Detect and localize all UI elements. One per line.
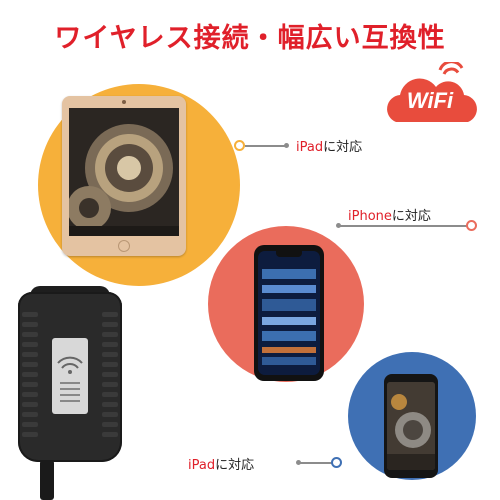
connector-dot [336,223,341,228]
cable [40,460,54,500]
notch [276,251,302,257]
ipad-screen-image [69,108,179,236]
camera-dot [122,100,126,104]
grip-ribs-left [22,312,38,442]
connector-line [245,145,285,147]
page-title: ワイヤレス接続・幅広い互換性 [54,23,446,54]
home-button [118,240,130,252]
label-ring-icon [331,457,342,468]
phone-device [384,374,438,478]
iphone-label: iPhoneに対応 [348,209,431,224]
ipad-label-1: iPadに対応 [296,140,363,155]
connector-line [300,462,332,464]
wifi-panel [52,338,88,414]
grip-ribs-right [102,312,118,442]
ipad-device [62,96,186,256]
label-ring-icon [234,140,245,151]
phone-screen-image [387,382,435,470]
connector-dot [284,143,289,148]
connector-line [340,225,468,227]
ipad-label-2: iPadに対応 [188,458,255,473]
connector-dot [296,460,301,465]
iphone-screen-image [258,251,320,375]
wireless-transmitter [18,292,122,462]
iphone-device [254,245,324,381]
wifi-label: WiFi [406,88,454,113]
wifi-cloud-icon: WiFi [378,60,488,126]
label-ring-icon [466,220,477,231]
wifi-signal-icon [57,356,83,402]
